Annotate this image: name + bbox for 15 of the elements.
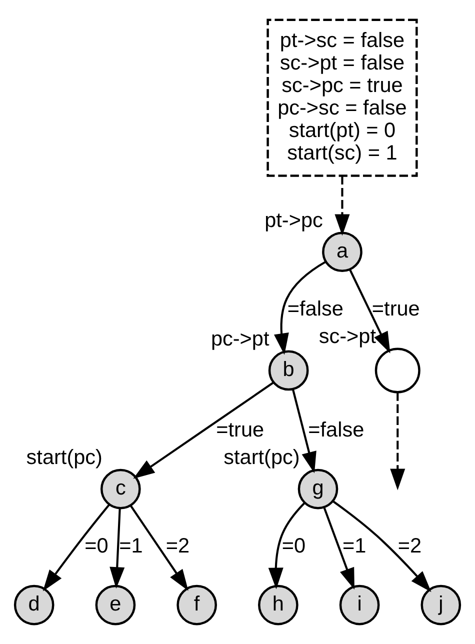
edge-label: =false (287, 297, 344, 320)
edge-label: =false (308, 418, 364, 442)
edge-label: =2 (398, 534, 422, 558)
node-label: sc->pt (318, 324, 376, 348)
edge-label: =1 (342, 534, 366, 558)
edge-label: =0 (282, 534, 306, 558)
node-label: start(pc) (224, 446, 300, 470)
node-label: pc->pt (210, 328, 270, 351)
node-label: pt->pc (264, 208, 323, 232)
edge-label: =0 (84, 534, 108, 558)
node-label: start(pc) (26, 446, 102, 470)
edge-label: =true (372, 297, 420, 320)
edge-label: =1 (119, 534, 143, 558)
edge-label: =2 (166, 534, 190, 558)
edge-label: =true (216, 418, 264, 442)
